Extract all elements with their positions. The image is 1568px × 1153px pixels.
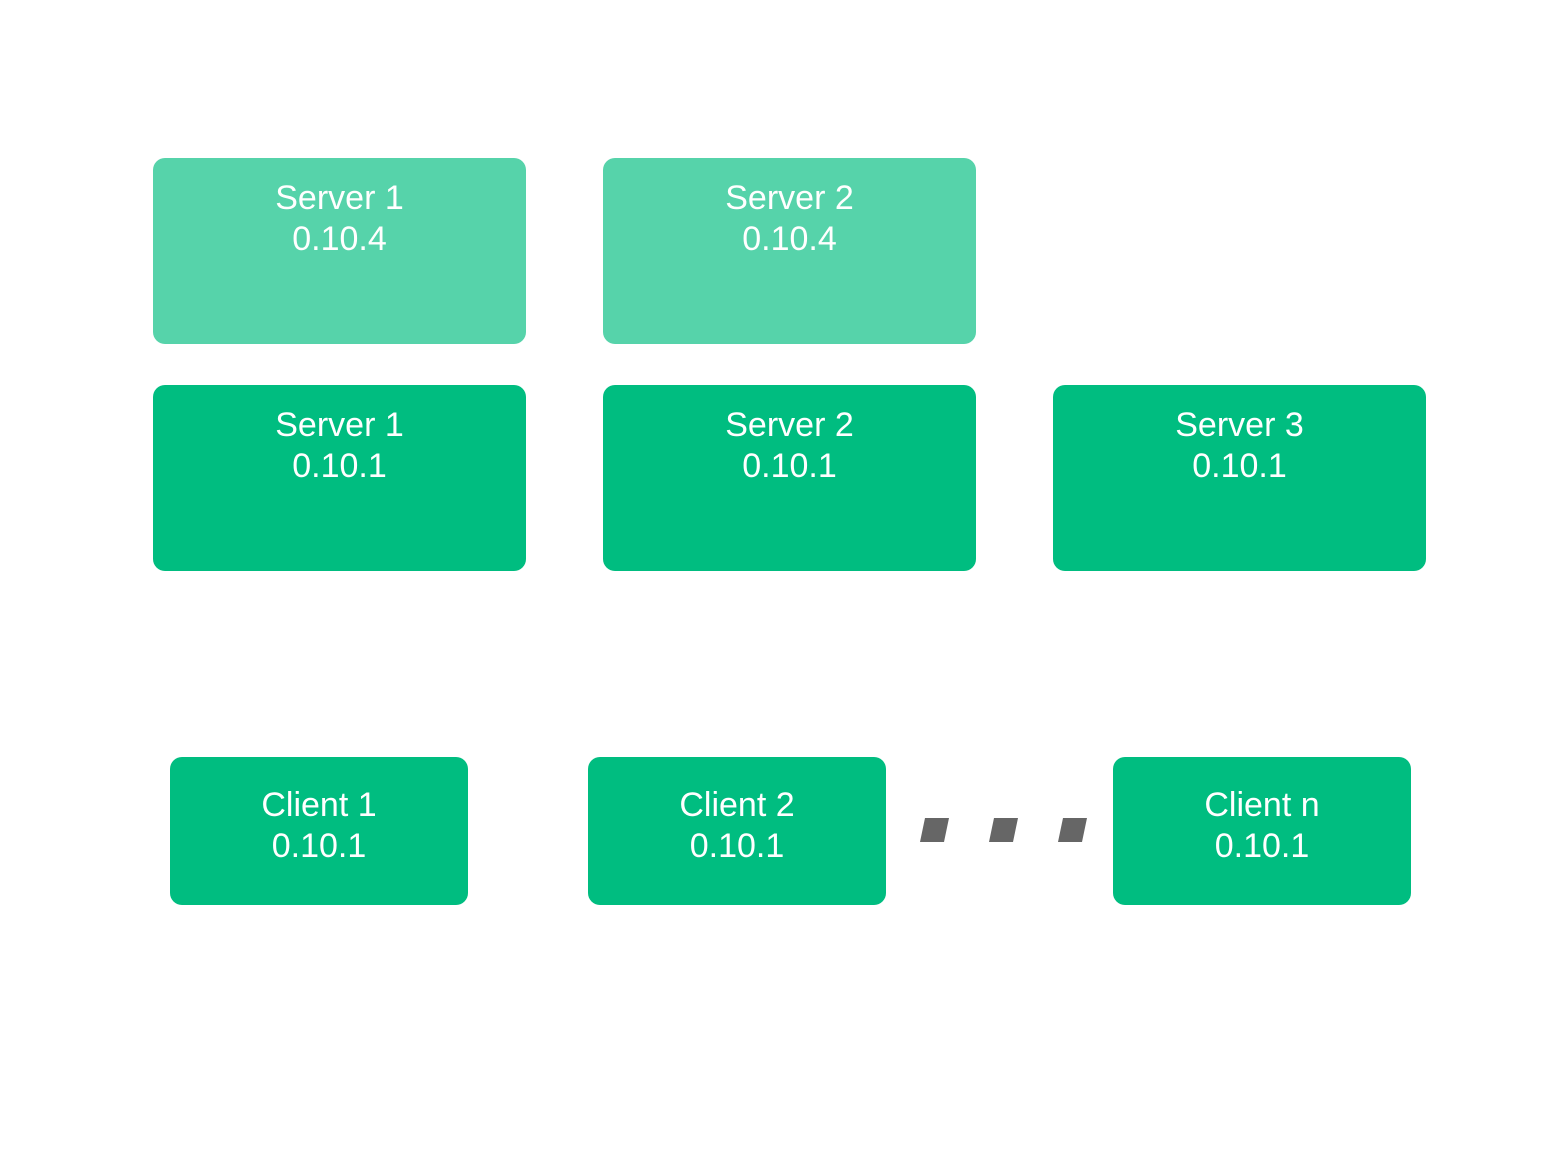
ellipsis-icon [920,818,1087,842]
server-name: Server 1 [275,179,404,217]
server-version: 0.10.4 [292,220,387,258]
server-version: 0.10.1 [742,447,837,485]
client-n-box: Client n 0.10.1 [1113,757,1411,905]
server-version: 0.10.1 [292,447,387,485]
server-2-box: Server 2 0.10.1 [603,385,976,571]
client-version: 0.10.1 [271,827,367,865]
ellipsis-dash [989,818,1018,842]
server-name: Server 3 [1175,406,1304,444]
client-name: Client n [1204,786,1320,824]
ellipsis-dash [920,818,949,842]
ellipsis-dash [1058,818,1087,842]
server-3-box: Server 3 0.10.1 [1053,385,1426,571]
server-version: 0.10.4 [742,220,837,258]
client-name: Client 2 [679,786,795,824]
upgraded-server-2-box: Server 2 0.10.4 [603,158,976,344]
server-1-box: Server 1 0.10.1 [153,385,526,571]
server-version: 0.10.1 [1192,447,1287,485]
server-name: Server 2 [725,406,854,444]
server-name: Server 2 [725,179,854,217]
client-1-box: Client 1 0.10.1 [170,757,468,905]
client-version: 0.10.1 [1214,827,1310,865]
upgraded-server-1-box: Server 1 0.10.4 [153,158,526,344]
client-2-box: Client 2 0.10.1 [588,757,886,905]
server-name: Server 1 [275,406,404,444]
client-version: 0.10.1 [689,827,785,865]
client-name: Client 1 [261,786,377,824]
